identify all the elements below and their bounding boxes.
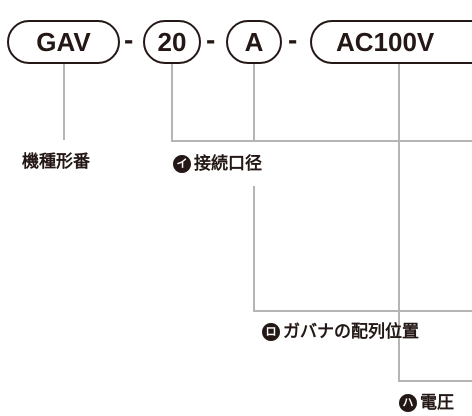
voltage-code-pill: AC100V	[310, 20, 472, 64]
model-label: 機種形番	[22, 152, 90, 171]
diameter-label: イ 接続口径	[173, 154, 262, 174]
diameter-leader-horizontal	[171, 140, 472, 142]
badge-i-icon: イ	[173, 155, 191, 173]
arrangement-code-pill: A	[226, 20, 282, 64]
model-leader-line	[63, 64, 65, 140]
model-code-text: GAV	[36, 26, 91, 57]
voltage-leader-vertical	[398, 64, 400, 382]
separator-dash: -	[206, 24, 216, 55]
arrangement-leader-vertical	[253, 186, 255, 312]
badge-ha-icon: ハ	[399, 394, 417, 412]
voltage-leader-horizontal	[398, 380, 472, 382]
badge-ro-icon: ロ	[262, 323, 280, 341]
arrangement-label: ロ ガバナの配列位置	[262, 322, 419, 342]
model-code-pill: GAV	[7, 20, 120, 64]
arrangement-leader-top	[253, 64, 255, 140]
separator-dash: -	[124, 24, 134, 55]
arrangement-code-text: A	[244, 26, 264, 57]
arrangement-leader-horizontal	[253, 310, 472, 312]
diameter-code-text: 20	[157, 26, 187, 57]
voltage-label: ハ 電圧	[399, 393, 454, 413]
voltage-code-text: AC100V	[336, 26, 435, 57]
diameter-code-pill: 20	[143, 20, 201, 64]
diameter-leader-vertical	[171, 64, 173, 142]
separator-dash: -	[288, 24, 298, 55]
